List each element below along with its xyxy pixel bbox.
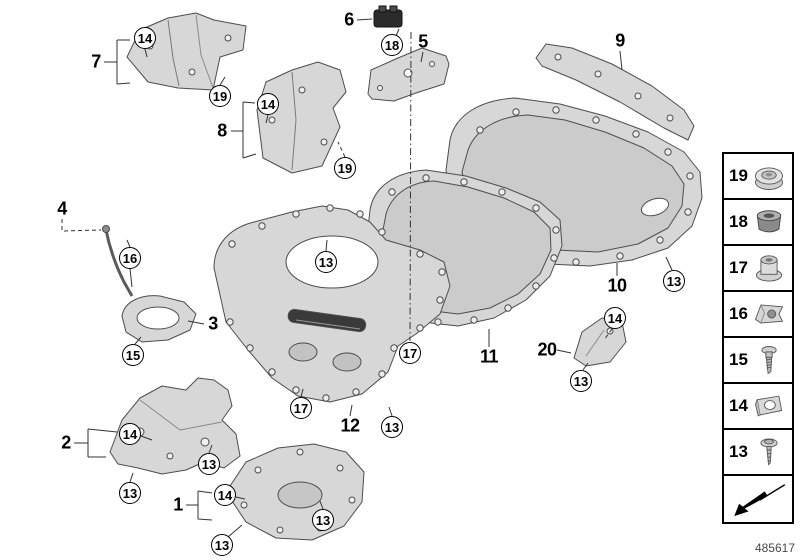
callout-13-a[interactable]: 13 [315,251,337,273]
clip-nut-icon [755,395,783,417]
callout-15[interactable]: 15 [122,344,144,366]
callout-17-a[interactable]: 17 [399,342,421,364]
legend-item-13[interactable]: 13 [724,430,792,476]
part-5-panel[interactable] [367,47,450,102]
plastic-nut-icon [755,167,783,190]
callout-2[interactable]: 2 [61,432,71,453]
callout-18[interactable]: 18 [381,34,403,56]
callout-20[interactable]: 20 [537,339,557,360]
callout-13-c[interactable]: 13 [570,370,592,392]
part-8-panel[interactable] [256,61,347,174]
legend-item-17[interactable]: 17 [724,246,792,292]
callout-16[interactable]: 16 [119,247,141,269]
callout-14-a[interactable]: 14 [134,27,156,49]
callout-11[interactable]: 11 [479,346,499,367]
part-9-rail[interactable] [535,43,695,141]
callout-8[interactable]: 8 [217,120,227,141]
legend-item-16[interactable]: 16 [724,292,792,338]
legend-item-14[interactable]: 14 [724,384,792,430]
callout-19-a[interactable]: 19 [209,85,231,107]
callout-13-f[interactable]: 13 [119,482,141,504]
direction-arrow-icon [734,484,786,517]
legend-item-19[interactable]: 19 [724,154,792,200]
callout-13-h[interactable]: 13 [211,534,233,556]
callout-19-b[interactable]: 19 [334,157,356,179]
legend-number-16: 16 [729,304,748,323]
diagram-number: 485617 [754,541,795,555]
callout-4[interactable]: 4 [57,198,67,219]
body-screw-icon [760,438,778,466]
legend-item-18[interactable]: 18 [724,200,792,246]
flange-nut-icon [755,255,783,282]
leader-lines [61,18,673,538]
part-7-panel[interactable] [126,12,247,91]
legend-number-17: 17 [729,258,748,277]
callout-13-d[interactable]: 13 [381,416,403,438]
legend-number-15: 15 [729,350,748,369]
part-6-plug[interactable] [373,5,403,28]
callout-6[interactable]: 6 [344,9,354,30]
callout-13-e[interactable]: 13 [198,453,220,475]
callout-14-b[interactable]: 14 [257,93,279,115]
callout-13-b[interactable]: 13 [663,270,685,292]
callout-17-b[interactable]: 17 [290,397,312,419]
callout-14-d[interactable]: 14 [119,423,141,445]
legend-number-14: 14 [729,396,748,415]
speed-clip-icon [754,304,784,324]
legend-item-15[interactable]: 15 [724,338,792,384]
legend-number-18: 18 [729,212,748,231]
screw-icon [761,346,777,375]
callout-14-e[interactable]: 14 [214,484,236,506]
callout-5[interactable]: 5 [418,31,428,52]
callout-13-g[interactable]: 13 [312,509,334,531]
part-3-bracket[interactable] [121,295,197,343]
callout-10[interactable]: 10 [607,275,627,296]
callout-1[interactable]: 1 [173,494,183,515]
part-4-strap[interactable] [102,225,134,297]
callout-7[interactable]: 7 [91,51,101,72]
legend-number-19: 19 [729,166,748,185]
callout-14-c[interactable]: 14 [604,307,626,329]
part-1-shield[interactable] [225,443,365,541]
callout-3[interactable]: 3 [208,313,218,334]
legend-number-13: 13 [729,442,748,461]
fastener-legend: 19 18 17 16 [722,152,794,524]
callout-12[interactable]: 12 [340,415,360,436]
grommet-icon [756,210,782,233]
direction-arrow-box [724,476,792,522]
callout-9[interactable]: 9 [615,30,625,51]
